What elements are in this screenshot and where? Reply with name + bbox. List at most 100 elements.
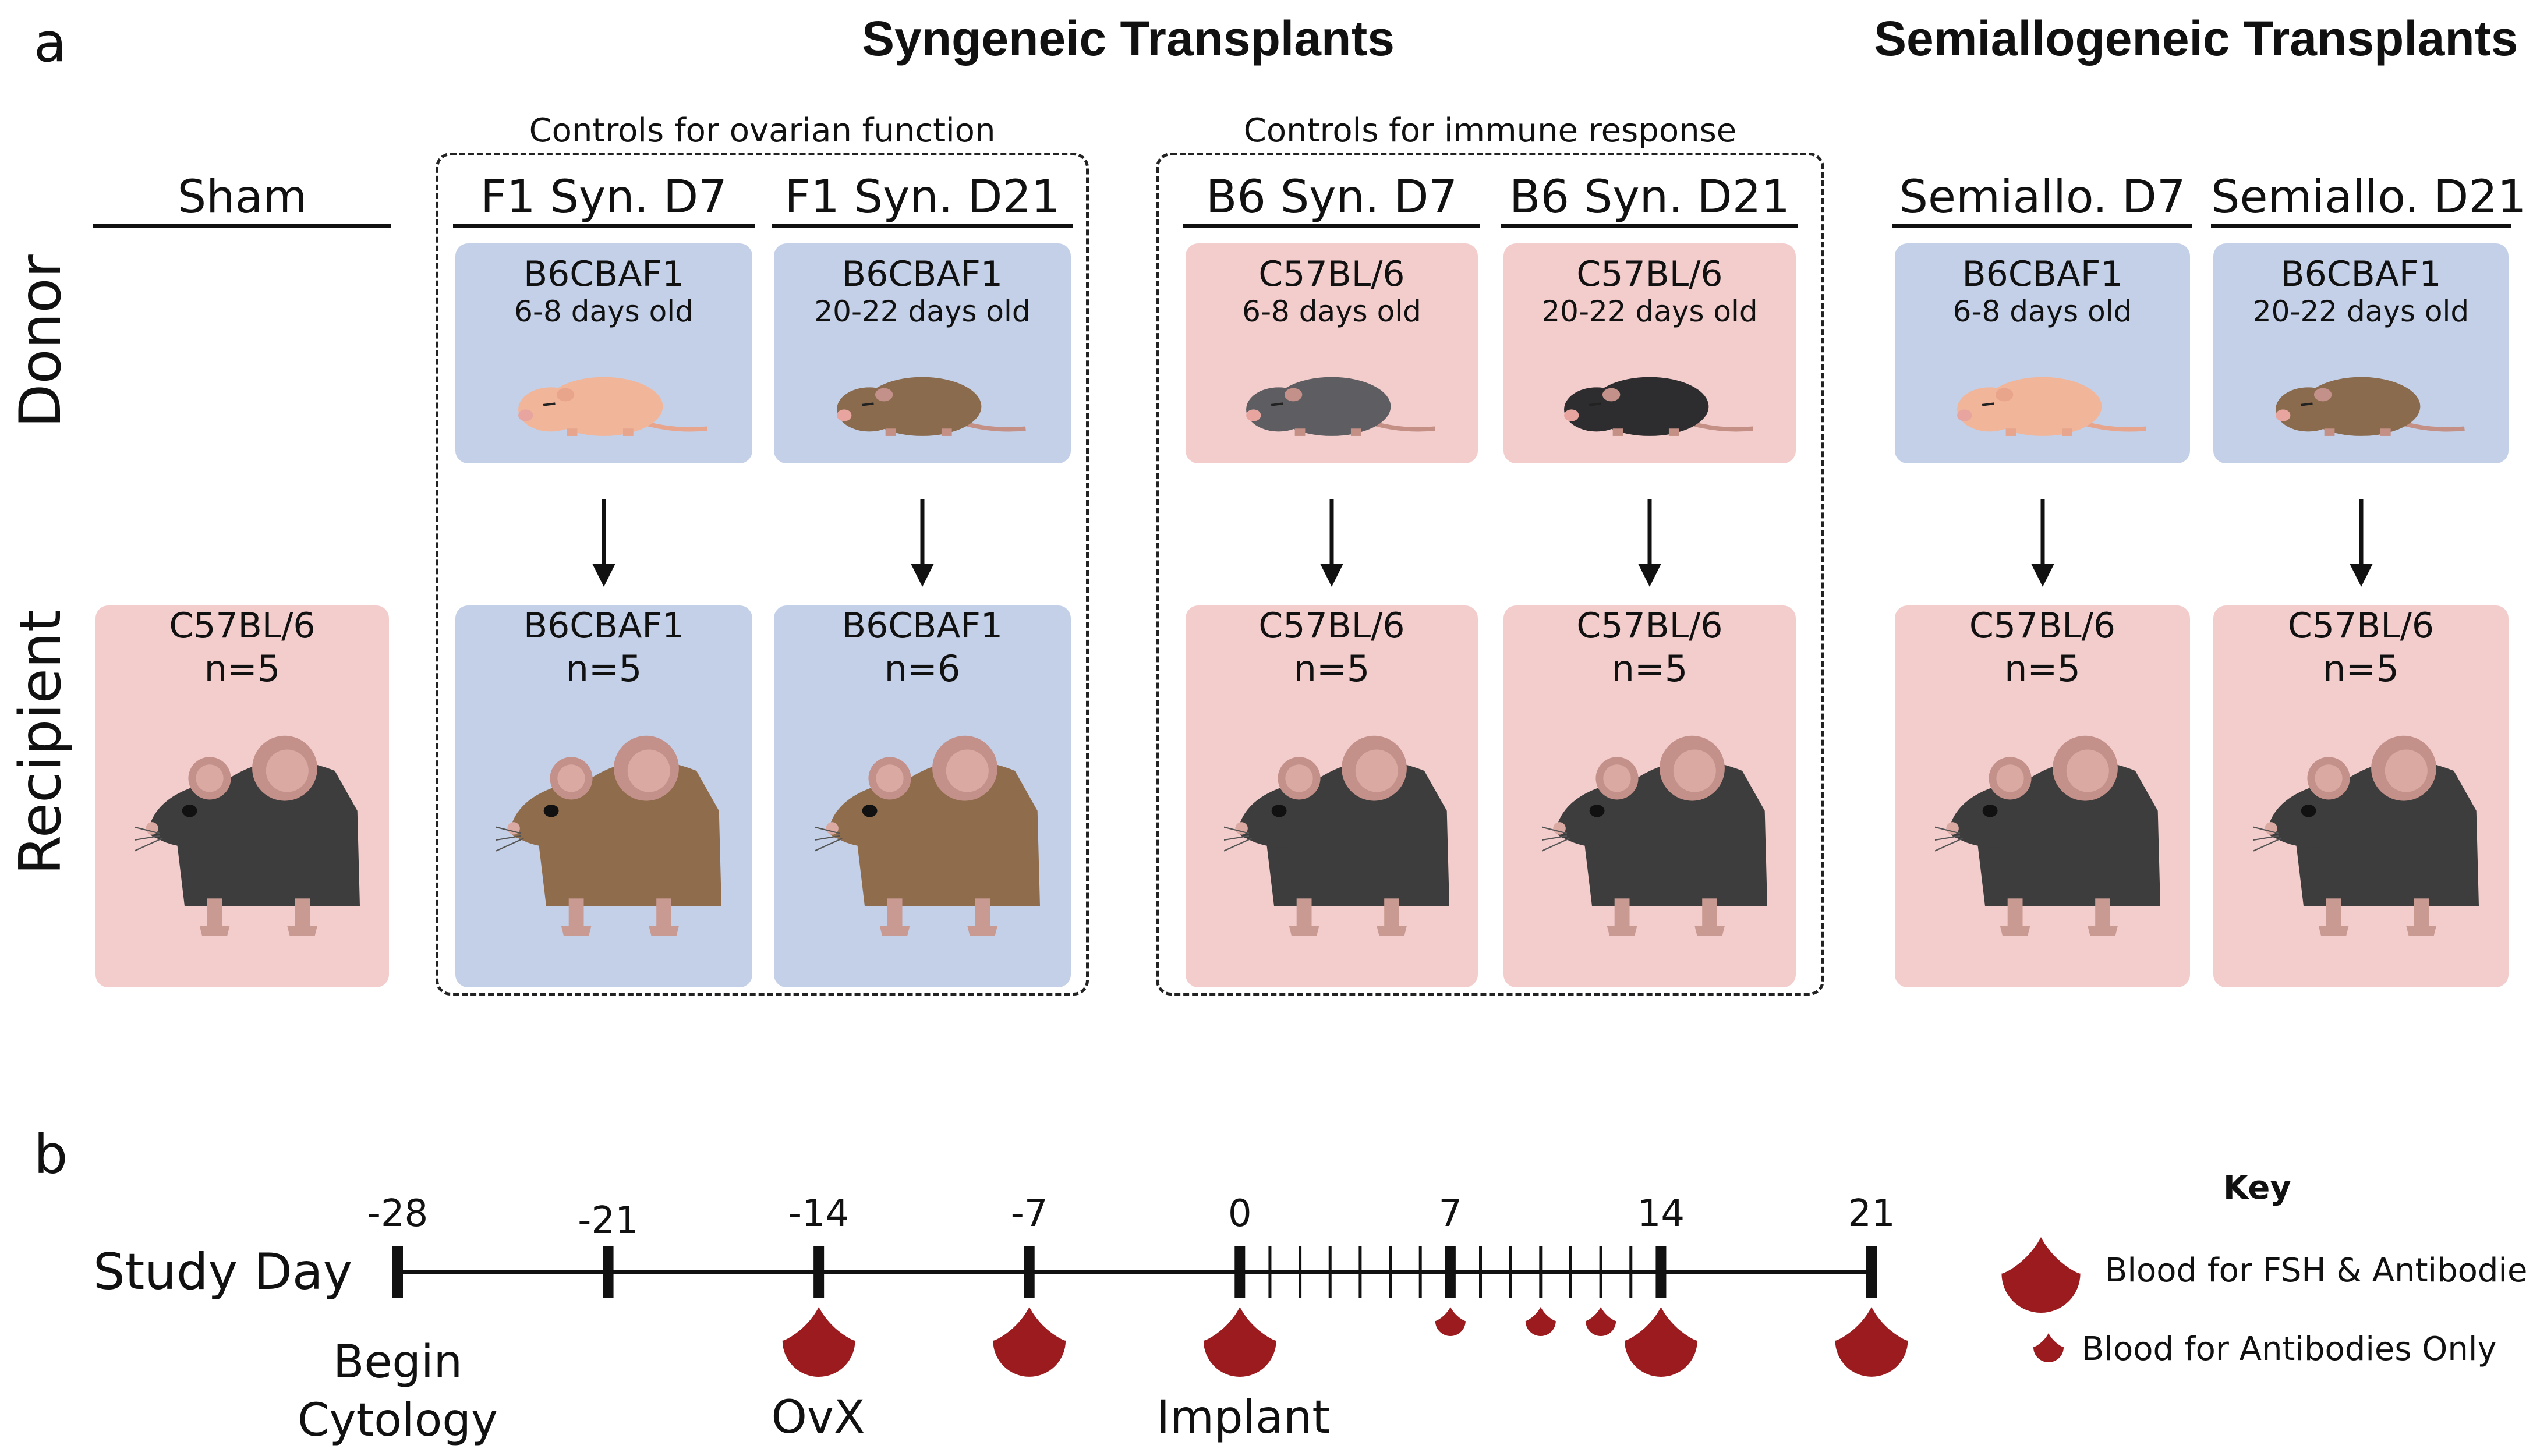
cytology-line: Cytology	[298, 1394, 498, 1447]
small-blood-drop-icon	[1586, 1307, 1616, 1336]
recipient-count: n=5	[1611, 647, 1688, 690]
recipient-strain: C57BL/6	[1576, 605, 1723, 646]
small-blood-drop-icon	[1525, 1307, 1556, 1336]
day-tick-label: -14	[788, 1192, 850, 1235]
day-tick-label: 0	[1227, 1192, 1252, 1235]
large-blood-drop-icon	[782, 1307, 855, 1377]
begin-cytology-label: Begin Cytology	[281, 1333, 514, 1450]
panel-b-letter: b	[34, 1124, 68, 1186]
column-header: Semiallo. D7	[1892, 175, 2192, 228]
key-title: Key	[2223, 1169, 2291, 1207]
major-tick	[603, 1246, 614, 1298]
transfer-arrow-icon	[1314, 499, 1349, 595]
donor-strain: B6CBAF1	[1962, 254, 2123, 295]
transfer-arrow-icon	[1632, 499, 1667, 595]
recipient-mouse-icon	[129, 693, 385, 951]
major-tick	[1234, 1246, 1246, 1298]
donor-age: 20-22 days old	[2252, 295, 2470, 328]
large-blood-drop-icon	[1203, 1307, 1276, 1377]
recipient-count: n=5	[2323, 647, 2399, 690]
donor-age: 6-8 days old	[1242, 295, 1421, 328]
ovarian-controls-box	[436, 153, 1089, 996]
major-tick	[1655, 1246, 1667, 1298]
recipient-mouse-icon	[809, 693, 1065, 951]
recipient-count: n=5	[1293, 647, 1370, 690]
column-header: B6 Syn. D21	[1501, 175, 1798, 228]
recipient-row-label: Recipient	[8, 610, 74, 875]
donor-strain: B6CBAF1	[841, 254, 1003, 295]
syngeneic-title: Syngeneic Transplants	[862, 11, 1395, 66]
recipient-mouse-icon	[2248, 693, 2504, 951]
day-tick-label: 7	[1438, 1192, 1463, 1235]
timeline-blood-drops	[782, 1307, 1908, 1377]
semiallogeneic-title: Semiallogeneic Transplants	[1874, 11, 2518, 66]
recipient-mouse-icon	[491, 693, 747, 951]
donor-strain: B6CBAF1	[523, 254, 685, 295]
donor-pup-icon	[1932, 342, 2153, 449]
donor-strain: C57BL/6	[1258, 254, 1405, 295]
recipient-strain: C57BL/6	[169, 605, 316, 646]
ovx-label: OvX	[771, 1391, 865, 1444]
day-tick-label: -21	[578, 1199, 639, 1242]
implant-label: Implant	[1156, 1391, 1330, 1444]
large-blood-drop-icon	[1835, 1307, 1908, 1377]
donor-pup-icon	[1539, 342, 1760, 449]
column-header: F1 Syn. D21	[772, 175, 1073, 228]
column-header: B6 Syn. D7	[1183, 175, 1480, 228]
recipient-mouse-icon	[1929, 693, 2185, 951]
recipient-mouse-icon	[1219, 693, 1474, 951]
key-large-drop-icon	[2001, 1237, 2081, 1313]
day-tick-label: -7	[1010, 1192, 1048, 1235]
small-blood-drop-icon	[1435, 1307, 1466, 1336]
immune-controls-box	[1156, 153, 1824, 996]
immune-caption: Controls for immune response	[1243, 112, 1737, 150]
donor-age: 20-22 days old	[1541, 295, 1758, 328]
column-header: F1 Syn. D7	[453, 175, 755, 228]
major-tick	[1866, 1246, 1877, 1298]
donor-age: 6-8 days old	[1952, 295, 2132, 328]
donor-pup-icon	[812, 342, 1033, 449]
donor-pup-icon	[2251, 342, 2472, 449]
donor-strain: C57BL/6	[1576, 254, 1723, 295]
donor-strain: B6CBAF1	[2280, 254, 2442, 295]
large-blood-drop-icon	[1625, 1307, 1697, 1377]
recipient-count: n=5	[204, 647, 281, 690]
recipient-strain: C57BL/6	[2287, 605, 2435, 646]
donor-pup-icon	[493, 342, 714, 449]
donor-row-label: Donor	[8, 254, 74, 428]
major-tick	[392, 1246, 403, 1298]
recipient-count: n=6	[884, 647, 961, 690]
study-day-label: Study Day	[93, 1243, 353, 1301]
recipient-strain: C57BL/6	[1969, 605, 2116, 646]
donor-pup-icon	[1221, 342, 1442, 449]
transfer-arrow-icon	[905, 499, 940, 595]
major-tick	[1445, 1246, 1456, 1298]
transfer-arrow-icon	[2025, 499, 2060, 595]
day-tick-label: -28	[367, 1192, 429, 1235]
day-tick-label: 14	[1637, 1192, 1685, 1235]
ovarian-caption: Controls for ovarian function	[529, 112, 996, 150]
timeline-ticks	[392, 1246, 1877, 1298]
recipient-mouse-icon	[1537, 693, 1792, 951]
recipient-strain: B6CBAF1	[841, 605, 1003, 646]
transfer-arrow-icon	[2344, 499, 2379, 595]
key-large-label: Blood for FSH & Antibodies	[2105, 1252, 2526, 1290]
large-blood-drop-icon	[993, 1307, 1066, 1377]
recipient-count: n=5	[2004, 647, 2081, 690]
key-small-label: Blood for Antibodies Only	[2082, 1330, 2497, 1368]
recipient-count: n=5	[565, 647, 642, 690]
panel-a-letter: a	[34, 12, 67, 74]
donor-age: 6-8 days old	[514, 295, 694, 328]
